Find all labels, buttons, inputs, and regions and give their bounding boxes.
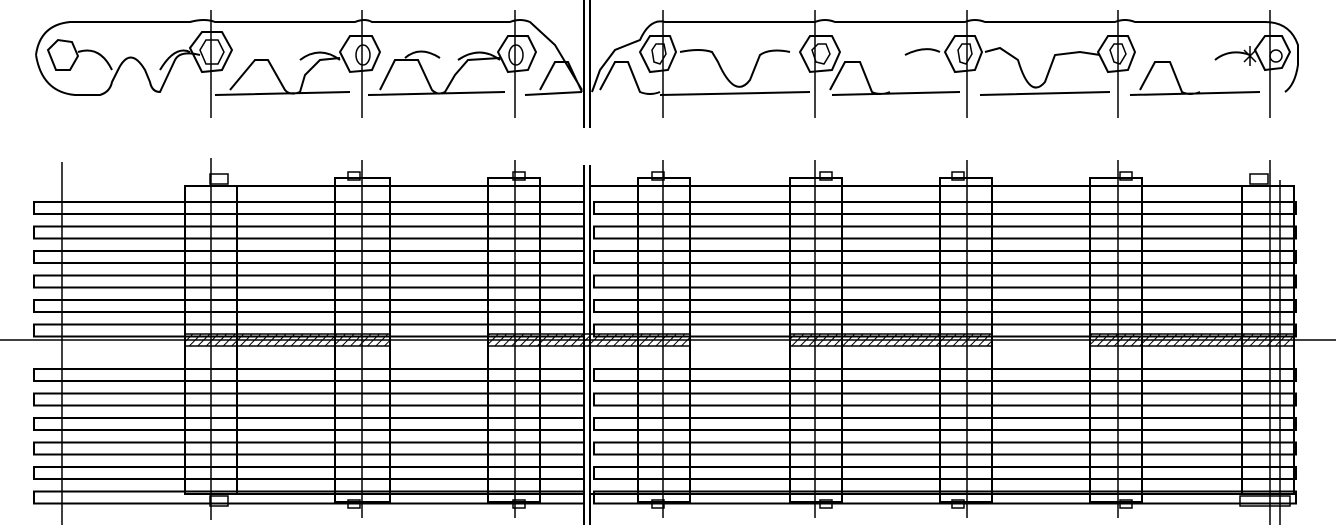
chain-profile-left xyxy=(35,19,583,96)
rod-lower-2-right xyxy=(593,392,1297,407)
joint-hole-9 xyxy=(1269,49,1283,63)
rod-upper-2-left xyxy=(33,225,585,240)
rod-lower-1-left xyxy=(33,368,585,382)
top-view xyxy=(0,158,1336,525)
joint-hex-2 xyxy=(188,31,234,74)
joint-hex-6-inner xyxy=(811,43,831,65)
joint-hex-8-inner xyxy=(1109,43,1127,65)
rod-upper-1-right xyxy=(593,201,1297,215)
rod-upper-5-right xyxy=(593,299,1297,313)
rod-lower-4-right xyxy=(593,441,1297,456)
rod-upper-4-left xyxy=(33,274,585,289)
chain-profile-right xyxy=(591,19,1299,96)
rod-upper-3-right xyxy=(593,250,1297,264)
joint-hex-2-inner xyxy=(199,39,225,65)
pitch-lines-top xyxy=(61,158,1281,525)
side-view xyxy=(35,0,1299,128)
joint-hex-5 xyxy=(638,35,678,74)
rod-lower-3-left xyxy=(33,417,585,431)
joint-hex-6 xyxy=(798,35,842,74)
joint-hex-9 xyxy=(1253,35,1292,72)
rod-lower-1-right xyxy=(593,368,1297,382)
pin-mark xyxy=(1243,46,1257,66)
pitch-lines-side xyxy=(210,10,1271,118)
rod-upper-2-right xyxy=(593,225,1297,240)
joint-hex-5-inner xyxy=(651,43,667,65)
joint-hex-3 xyxy=(338,35,382,74)
rod-upper-5-left xyxy=(33,299,585,313)
joint-hex-7-inner xyxy=(957,43,973,65)
joint-hex-7 xyxy=(943,35,984,74)
rod-upper-1-left xyxy=(33,201,585,215)
rod-lower-6-right xyxy=(593,490,1297,505)
joint-hex-4 xyxy=(496,35,538,74)
rod-lower-5-right xyxy=(593,466,1297,480)
rod-lower-4-left xyxy=(33,441,585,456)
rod-upper-4-right xyxy=(593,274,1297,289)
rod-upper-3-left xyxy=(33,250,585,264)
rod-lower-5-left xyxy=(33,466,585,480)
chain-teeth-left xyxy=(77,49,501,71)
joint-hex-8 xyxy=(1096,35,1137,74)
joint-hole-4 xyxy=(508,44,524,66)
pin-caps xyxy=(209,171,1291,509)
joint-hole-3 xyxy=(355,44,371,66)
joint-hex-1 xyxy=(46,38,80,71)
rods xyxy=(33,201,1297,505)
rod-lower-3-right xyxy=(593,417,1297,431)
rod-lower-2-left xyxy=(33,392,585,407)
